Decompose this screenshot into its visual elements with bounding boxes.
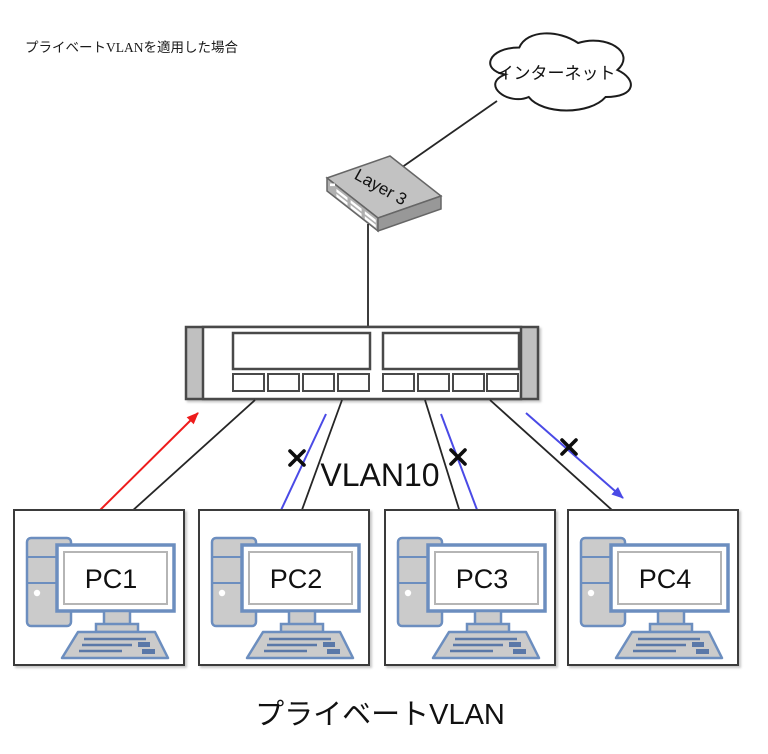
block-x-icon <box>288 449 306 467</box>
switch-port <box>382 373 415 392</box>
block-x-icon <box>449 448 467 466</box>
switch-port <box>337 373 370 392</box>
switch-port <box>302 373 335 392</box>
page-title: プライベートVLANを適用した場合 <box>25 39 238 55</box>
allowed-traffic-arrow-pc1 <box>86 412 199 524</box>
switch-port <box>267 373 300 392</box>
switch-port <box>232 373 265 392</box>
pc4-label: PC4 <box>639 564 692 594</box>
internet-link-line <box>397 100 498 171</box>
layer3-router: Layer 3 <box>325 155 443 233</box>
layer3-ports <box>330 183 376 228</box>
internet-label: インターネット <box>497 64 616 83</box>
internet-cloud <box>489 32 632 112</box>
switch-port <box>452 373 485 392</box>
blocked-traffic-arrow-pc2 <box>274 413 327 524</box>
block-x-icon <box>560 438 578 456</box>
switch-module-left <box>231 331 372 371</box>
pc4-group: PC4 <box>567 509 739 666</box>
vlan10-label: VLAN10 <box>320 457 439 493</box>
switch-port <box>486 373 519 392</box>
diagram-caption: プライベートVLAN <box>255 699 505 731</box>
pc3-label: PC3 <box>456 564 509 594</box>
blocked-traffic-arrow-pc3 <box>440 413 483 524</box>
core-switch <box>184 325 540 401</box>
pc3-group: PC3 <box>384 509 556 666</box>
pc2-label: PC2 <box>270 564 323 594</box>
pc1-group: PC1 <box>13 509 185 666</box>
blocked-traffic-arrow-pc4 <box>525 412 624 499</box>
pc1-label: PC1 <box>85 564 138 594</box>
layer3-side-face <box>377 194 442 233</box>
pc2-group: PC2 <box>198 509 370 666</box>
switch-port <box>417 373 450 392</box>
switch-module-right <box>381 331 521 371</box>
